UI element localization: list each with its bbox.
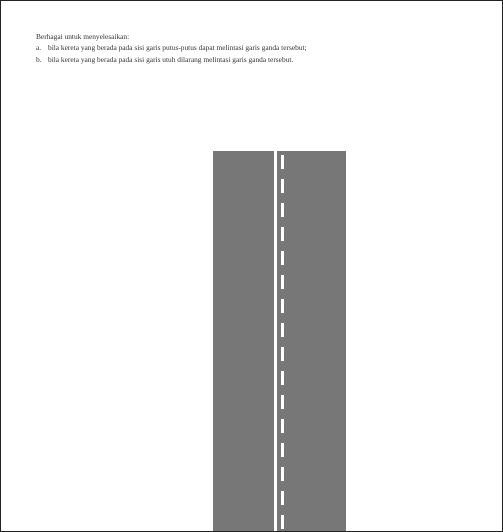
dash-segment [281,491,284,505]
instruction-text: Berhagai untuk menyelesaikan: a. bila ke… [36,31,486,65]
dash-segment [281,275,284,289]
list-item-a: a. bila kereta yang berada pada sisi gar… [36,42,486,53]
dash-segment [281,323,284,337]
dash-segment [281,467,284,481]
dash-segment [281,395,284,409]
dash-segment [281,155,284,169]
dash-segment [281,443,284,457]
list-item-b: b. bila kereta yang berada pada sisi gar… [36,54,486,65]
dash-segment [281,227,284,241]
dash-segment [281,203,284,217]
dash-segment [281,419,284,433]
list-item-a-text: bila kereta yang berada pada sisi garis … [48,43,307,53]
list-marker-a: a. [36,43,42,53]
solid-center-line [274,151,277,531]
road-figure [213,151,346,531]
dash-segment [281,371,284,385]
dash-segment [281,251,284,265]
dash-segment [281,179,284,193]
dash-segment [281,299,284,313]
road-illustration [213,151,346,531]
dash-segment [281,515,284,529]
instruction-intro: Berhagai untuk menyelesaikan: [36,32,130,41]
dashed-center-line [281,155,284,529]
road-surface [213,151,346,531]
list-marker-b: b. [36,54,42,64]
dash-segment [281,347,284,361]
list-item-b-text: bila kereta yang berada pada sisi garis … [48,54,294,64]
